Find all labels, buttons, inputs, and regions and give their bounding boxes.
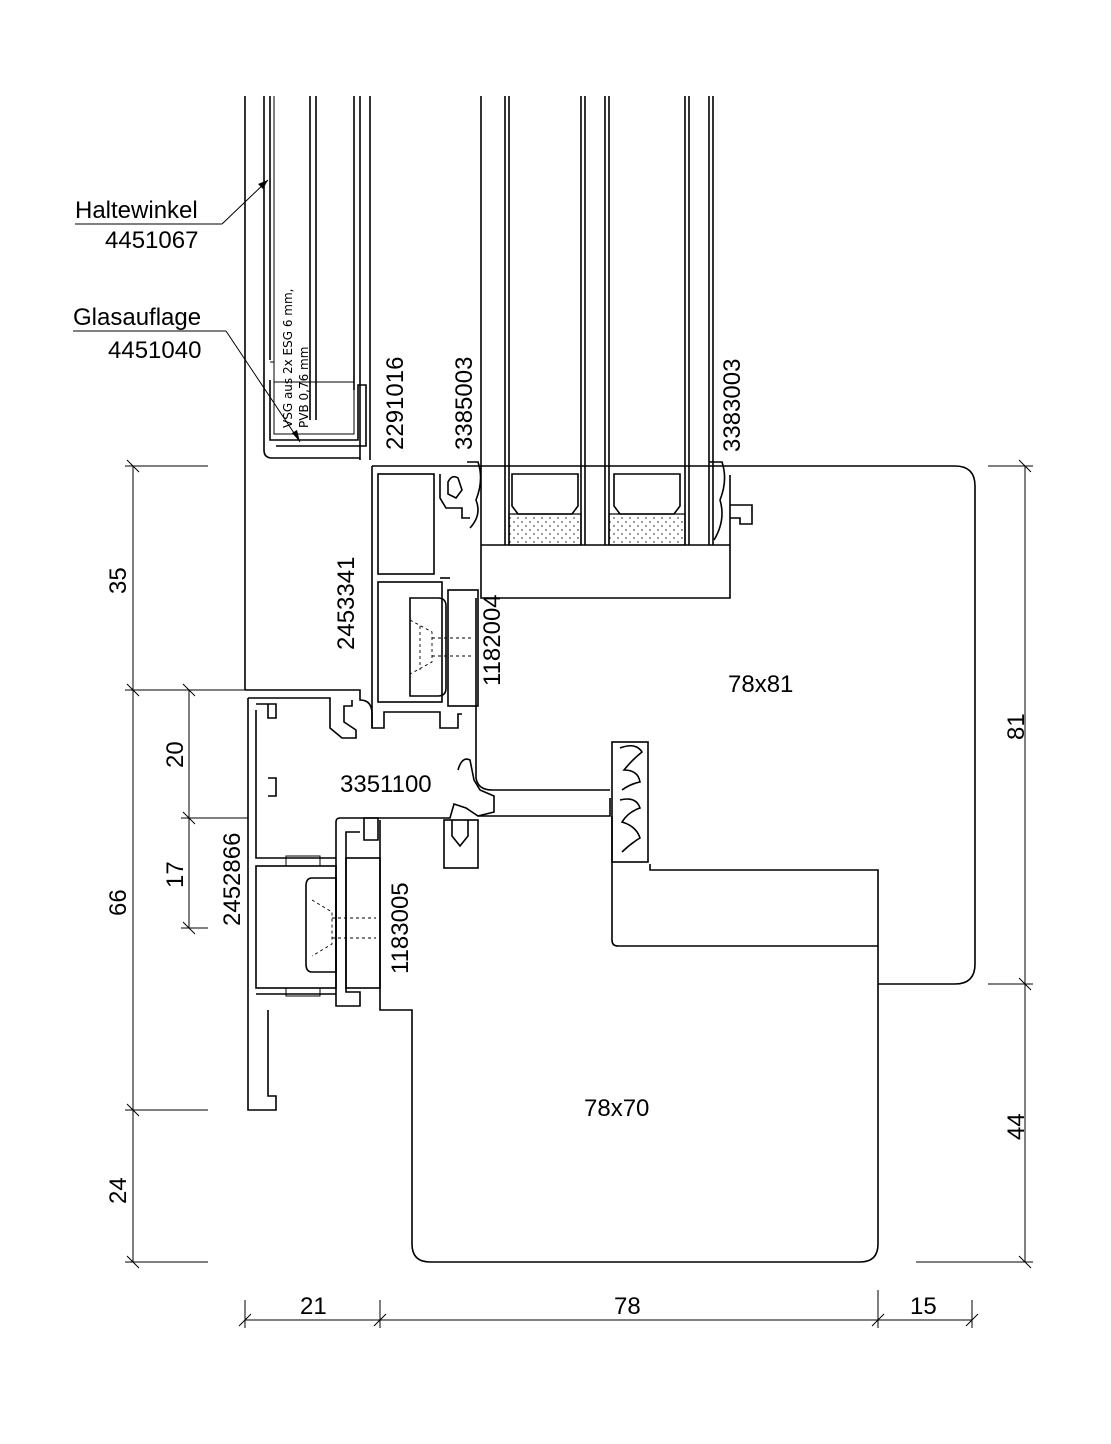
label-2291016: 2291016 [382,357,409,450]
dim-right-81: 81 [1003,713,1030,740]
callout-haltewinkel-name: Haltewinkel [75,197,198,224]
label-2453341: 2453341 [333,557,360,650]
profile-2452866 [245,689,379,1111]
label-1183005: 1183005 [387,882,414,974]
section-label-upper: 78x81 [728,671,793,698]
label-3383003: 3383003 [719,359,746,452]
dimensions-right: 81 44 [916,459,1033,1269]
callout-glasauflage-code: 4451040 [108,337,201,364]
glass-note-line2: PVB 0,76 mm [297,347,311,428]
profile-2453341 [371,466,470,729]
glass-support-profile [263,360,367,459]
vsg-glass-pane [244,96,371,690]
glass-note-line1: VSG aus 2x ESG 6 mm, [281,289,295,428]
dim-left-35: 35 [105,567,132,594]
callout-haltewinkel-code: 4451067 [105,227,198,254]
screw-1183005 [305,857,381,989]
label-3385003: 3385003 [451,357,478,450]
upper-timber-section [372,465,976,985]
section-label-lower: 78x70 [584,1095,649,1122]
insulating-glass-unit [467,96,730,546]
dim-right-44: 44 [1003,1113,1030,1140]
callout-glasauflage: Glasauflage 4451040 [73,304,301,443]
label-1182004: 1182004 [479,594,506,686]
part-labels: 2291016 3385003 3383003 2453341 1182004 … [219,357,746,974]
dimensions-left: 35 66 24 [105,459,245,1269]
label-3351100: 3351100 [340,771,432,798]
dimensions-bottom: 21 78 15 [238,1290,979,1328]
bead-clip [443,819,479,869]
dim-bottom-15: 15 [910,1293,937,1320]
dimensions-inner: 20 17 [162,683,248,935]
dim-bottom-78: 78 [614,1293,641,1320]
glass-note: VSG aus 2x ESG 6 mm, PVB 0,76 mm [281,289,311,428]
dim-left-66: 66 [105,889,132,916]
lower-timber-section [379,820,879,1263]
gasket-3351100 [335,598,611,823]
sash-gasket-right [611,741,878,947]
dim-left-24: 24 [105,1177,132,1204]
dim-inner-17: 17 [162,861,189,888]
label-2452866: 2452866 [219,833,246,926]
callout-glasauflage-name: Glasauflage [73,304,201,331]
dim-bottom-21: 21 [300,1293,327,1320]
callout-haltewinkel: Haltewinkel 4451067 [75,179,269,254]
screw-1182004 [409,589,479,707]
dim-inner-20: 20 [162,741,189,768]
